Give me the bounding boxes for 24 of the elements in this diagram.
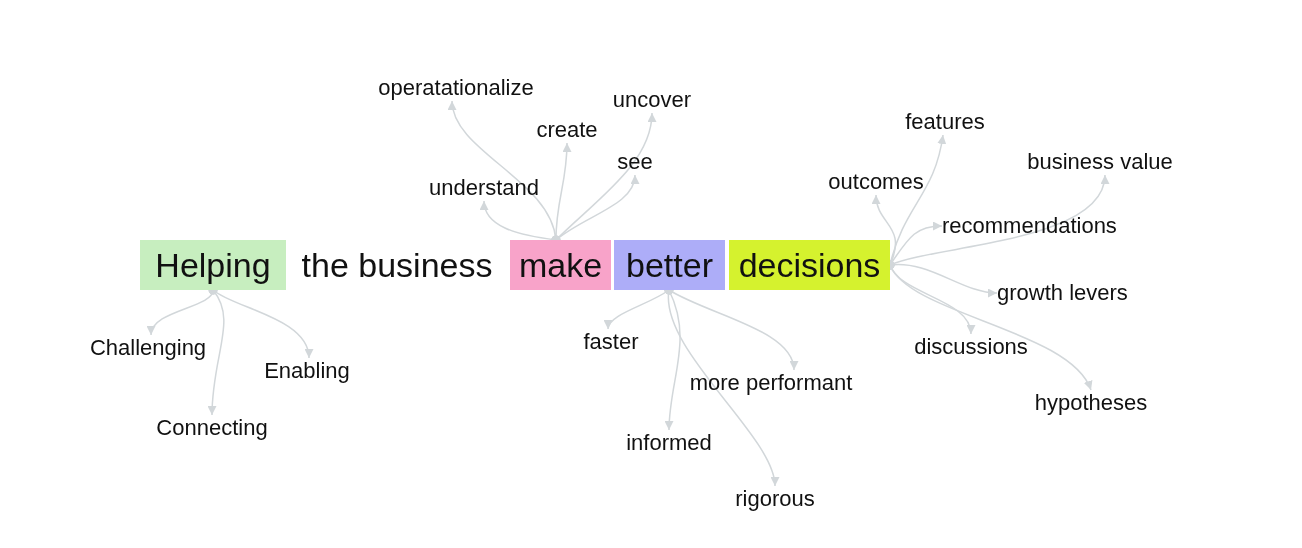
branch-word: rigorous <box>735 486 815 512</box>
highlighted-word: Helping <box>140 240 286 290</box>
highlighted-word: better <box>614 240 725 290</box>
branch-word: growth levers <box>997 280 1128 306</box>
branch-word: see <box>617 149 653 175</box>
branch-word: create <box>536 117 598 143</box>
branch-word: business value <box>1027 149 1173 175</box>
branch-word: discussions <box>914 334 1028 360</box>
sentence-text: the business <box>300 245 494 286</box>
branch-word: Enabling <box>264 358 350 384</box>
branch-word: Challenging <box>89 335 207 361</box>
branch-word: recommendations <box>942 213 1117 239</box>
branch-word: more performant <box>689 370 853 396</box>
branch-word: hypotheses <box>1034 390 1148 416</box>
branch-word: features <box>905 109 985 135</box>
branch-word: informed <box>626 430 712 456</box>
branch-word: outcomes <box>828 169 924 195</box>
highlighted-word: decisions <box>729 240 890 290</box>
branch-word: operatationalize <box>378 75 534 101</box>
highlighted-word: make <box>510 240 611 290</box>
branch-word: uncover <box>612 87 692 113</box>
branch-word: faster <box>583 329 639 355</box>
branch-word: understand <box>428 175 540 201</box>
branch-word: Connecting <box>156 415 268 441</box>
